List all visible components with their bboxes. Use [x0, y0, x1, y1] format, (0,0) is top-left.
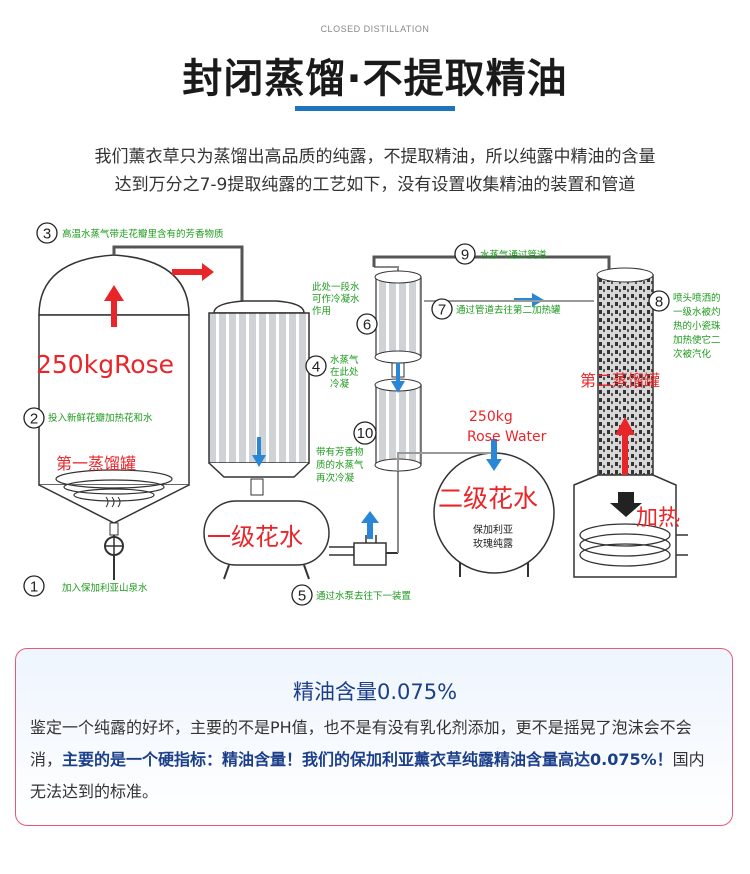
step-number-2: 2	[30, 411, 38, 428]
step-number-6: 6	[363, 317, 371, 334]
blue-arrow-up-icon	[361, 511, 379, 539]
step-badge-9	[454, 243, 476, 265]
step-badge-7	[431, 298, 453, 320]
heating-label: 加热	[636, 506, 680, 531]
step-badge-8	[648, 290, 670, 312]
black-arrow-down-icon	[610, 492, 642, 517]
step-text-6-line-1: 此处一段水	[312, 281, 360, 293]
second-flower-water-tank	[397, 452, 555, 577]
blue-arrow-down-icon	[486, 439, 502, 471]
step-badge-10	[353, 421, 377, 445]
step-badge-3	[36, 222, 58, 244]
step-text-4-line-1: 水蒸气	[330, 354, 359, 366]
steam-pipe-1	[112, 245, 244, 305]
red-arrow-right-icon	[172, 263, 214, 281]
title-underline	[295, 106, 455, 111]
rose-water-label: Rose Water	[467, 429, 547, 445]
step-text-7: 通过管道去往第二加热罐	[456, 304, 561, 316]
step-number-4: 4	[312, 359, 320, 376]
second-distillation-tank	[573, 267, 688, 578]
step-badge-4	[305, 355, 327, 377]
step-text-4-line-3: 冷凝	[330, 378, 350, 390]
step-text-10-line-2: 质的水蒸气	[316, 459, 364, 471]
step-text-3: 高温水蒸气带走花瓣里含有的芳香物质	[62, 228, 224, 240]
step-text-1: 加入保加利亚山泉水	[62, 582, 148, 594]
step-badge-1	[23, 575, 45, 597]
first-flower-water-label: 一级花水	[207, 523, 303, 551]
step-number-1: 1	[30, 579, 38, 596]
card-body-end: 国内无法达到的标准。	[30, 750, 705, 801]
distillation-process-diagram: 1 2 3 4 5 6 7 8 9 10 加入保加利亚山泉水 投入新鲜花瓣加热花…	[23, 222, 721, 606]
water-pump	[329, 535, 398, 566]
step-text-8-line-3: 热的小瓷珠	[673, 320, 721, 332]
step-number-3: 3	[43, 226, 51, 243]
card-title: 精油含量0.075%	[292, 680, 458, 704]
red-arrow-up-icon	[615, 417, 635, 475]
second-water-desc-line-1: 保加利亚	[473, 523, 513, 536]
step-number-10: 10	[357, 425, 374, 442]
first-flower-water-tank	[203, 500, 330, 580]
card-body-highlight: 主要的是一个硬指标：精油含量！我们的保加利亚薰衣草纯露精油含量高达0.075%！	[62, 750, 673, 769]
red-arrow-up-icon	[104, 285, 124, 327]
step-number-8: 8	[655, 294, 663, 311]
blue-arrow-down-icon	[252, 437, 266, 467]
blue-arrow-down-icon	[391, 363, 405, 393]
step-text-8-line-4: 加热使它二	[673, 334, 721, 346]
step-text-6-line-2: 可作冷凝水	[312, 293, 360, 305]
step-number-5: 5	[298, 588, 306, 605]
step-text-10-line-3: 再次冷凝	[316, 472, 355, 484]
oil-content-card	[15, 648, 733, 826]
subtitle-english: CLOSED DISTILLATION	[320, 24, 430, 34]
step-text-8-line-2: 一级水被灼	[673, 306, 721, 318]
rose-water-weight-label: 250kg	[469, 409, 513, 425]
step-text-5: 通过水泵去往下一装置	[316, 590, 411, 602]
step-number-7: 7	[438, 302, 446, 319]
page-title: 封闭蒸馏·不提取精油	[182, 56, 568, 102]
step-badges	[23, 222, 670, 606]
step-text-8-line-1: 喷头喷洒的	[673, 292, 721, 304]
step-text-9: 水蒸气通过管道	[480, 249, 547, 261]
first-distillation-tank	[38, 254, 190, 580]
step-number-9: 9	[461, 247, 469, 264]
step-text-2: 投入新鲜花瓣加热花和水	[48, 412, 153, 424]
first-tank-label: 第一蒸馏罐	[56, 454, 136, 473]
step-text-8-line-5: 次被汽化	[673, 348, 712, 360]
step-badge-6	[356, 313, 378, 335]
card-body-normal: 鉴定一个纯露的好坏，主要的不是PH值，也不是有没有乳化剂添加，更不是摇晃了泡沫会…	[30, 718, 692, 769]
step-badge-5	[291, 584, 313, 606]
second-flower-water-label: 二级花水	[438, 484, 538, 513]
step-text-6-line-3: 作用	[312, 305, 331, 317]
step-badge-2	[23, 407, 45, 429]
rose-input-label: 250kgRose	[36, 350, 174, 379]
second-tank-label: 第二蒸馏罐	[580, 371, 660, 390]
card-body: 鉴定一个纯露的好坏，主要的不是PH值，也不是有没有乳化剂添加，更不是摇晃了泡沫会…	[30, 712, 720, 808]
intro-text-line-1: 我们薰衣草只为蒸馏出高品质的纯露，不提取精油，所以纯露中精油的含量	[94, 147, 656, 167]
intro-text-line-2: 达到万分之7-9提取纯露的工艺如下，没有设置收集精油的装置和管道	[114, 175, 636, 195]
second-water-desc-line-2: 玫瑰纯露	[473, 537, 513, 550]
step-text-4-line-2: 在此处	[330, 366, 359, 378]
step-text-10-line-1: 带有芳香物	[316, 446, 364, 458]
